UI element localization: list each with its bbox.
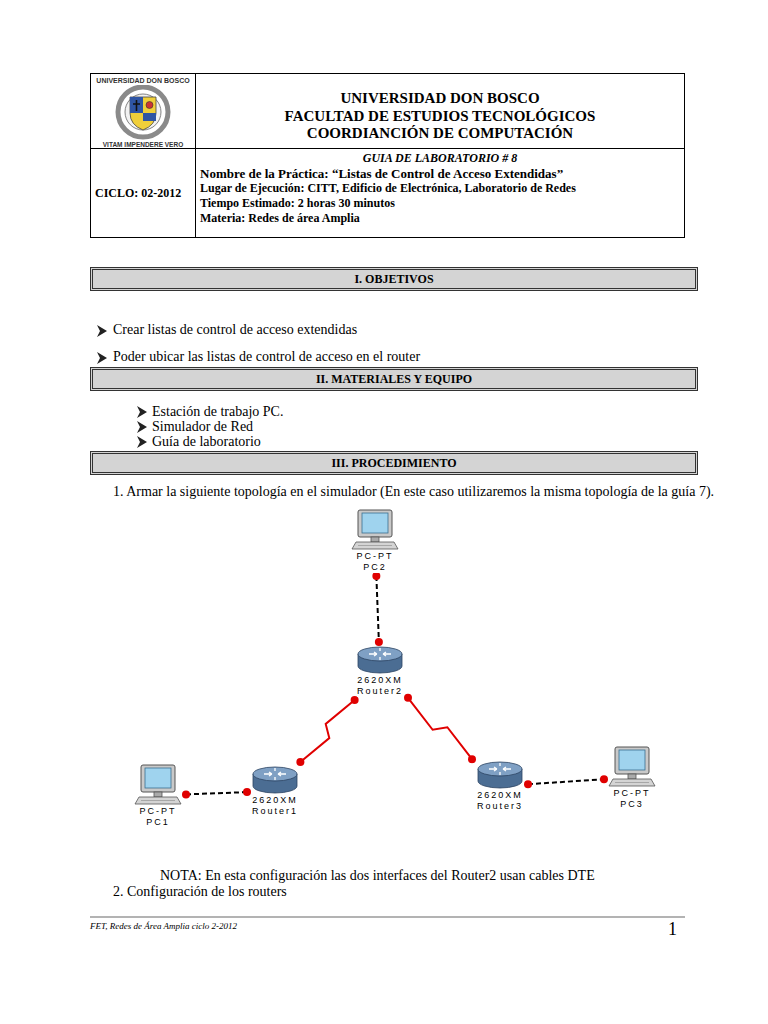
link-dot [351,696,359,704]
bullet-arrow [97,352,107,364]
objective-item: Crear listas de control de acceso extend… [113,322,357,338]
ethernet-link [186,792,247,794]
link-dot [404,694,412,702]
device-model: 2620XM [477,790,523,801]
device-name: Router2 [357,686,403,697]
device-name: Router3 [477,801,523,812]
ethernet-link [528,779,604,784]
title-cell: UNIVERSIDAD DON BOSCOFACULTAD DE ESTUDIO… [195,73,685,149]
link-dot [296,758,304,766]
link-dot [524,780,532,788]
procedure-step: 2. Configuración de los routers [113,884,287,900]
device-name: PC1 [146,817,170,828]
router-device: 2620XMRouter2 [355,645,405,697]
pc-device: PC-PTPC2 [350,508,400,573]
material-item: Guía de laboratorio [152,434,261,450]
page-number: 1 [668,919,677,939]
objective-item: Poder ubicar las listas de control de ac… [113,349,420,365]
pc-device: PC-PTPC3 [607,745,657,810]
pc-icon [133,763,183,806]
device-model: PC-PT [614,788,651,799]
link-dot [375,638,383,646]
section-bar: III. PROCEDIMIENTO [90,451,698,475]
header-text: CICLO: 02-2012 [95,186,181,201]
device-name: Router1 [252,806,298,817]
router-device: 2620XMRouter3 [475,760,525,812]
link-dot [468,755,476,763]
ethernet-link [376,576,379,642]
router-icon [475,760,525,790]
pc-icon [607,745,657,788]
header-text: Nombre de la Práctica: “Listas de Contro… [200,166,680,181]
header-text: GUIA DE LABORATORIO # 8 [200,151,680,166]
serial-link [300,700,354,762]
info-cell: GUIA DE LABORATORIO # 8Nombre de la Prác… [195,148,685,238]
section-bar: I. OBJETIVOS [90,267,698,291]
procedure-step: 1. Armar la siguiente topología en el si… [113,484,714,500]
serial-link [408,698,472,759]
bullet-arrow [137,436,147,448]
router-icon [355,645,405,675]
header-text: Materia: Redes de área Amplia [200,211,680,226]
bullet-arrow [137,406,147,418]
material-item: Estación de trabajo PC. [152,404,283,420]
section-heading: I. OBJETIVOS [354,271,433,287]
link-dot [372,572,380,580]
router-device: 2620XMRouter1 [250,765,300,817]
header-text: Tiempo Estimado: 2 horas 30 minutos [200,196,680,211]
device-name: PC3 [620,799,644,810]
section-heading: II. MATERIALES Y EQUIPO [316,371,472,387]
section-bar: II. MATERIALES Y EQUIPO [90,367,698,391]
link-dot [600,775,608,783]
cycle-cell: CICLO: 02-2012 [90,148,196,238]
device-model: PC-PT [140,806,177,817]
device-model: 2620XM [357,675,403,686]
pc-device: PC-PTPC1 [133,763,183,828]
section-heading: III. PROCEDIMIENTO [331,455,456,471]
logo-cell: UNIVERSIDAD DON BOSCOVITAM IMPENDERE VER… [90,73,196,150]
note-text: NOTA: En esta configuración las dos inte… [160,868,595,884]
router-icon [250,765,300,795]
university-emblem [113,85,173,140]
header-text: COORDIANCIÓN DE COMPUTACIÓN [196,125,684,142]
logo-text: UNIVERSIDAD DON BOSCO [96,76,189,85]
footer-rule [90,917,685,918]
footer-text: FET, Redes de Área Amplia ciclo 2-2012 [90,921,237,932]
pc-icon [350,508,400,551]
material-item: Simulador de Red [152,419,253,435]
device-name: PC2 [363,562,387,573]
link-dot [182,790,190,798]
header-text: FACULTAD DE ESTUDIOS TECNOLÓGICOS [196,108,684,125]
header-text: Lugar de Ejecución: CITT, Edificio de El… [200,181,680,196]
bullet-arrow [137,421,147,433]
link-dot [243,788,251,796]
header-text: UNIVERSIDAD DON BOSCO [196,88,684,108]
device-model: 2620XM [252,795,298,806]
bullet-arrow [97,325,107,337]
device-model: PC-PT [357,551,394,562]
